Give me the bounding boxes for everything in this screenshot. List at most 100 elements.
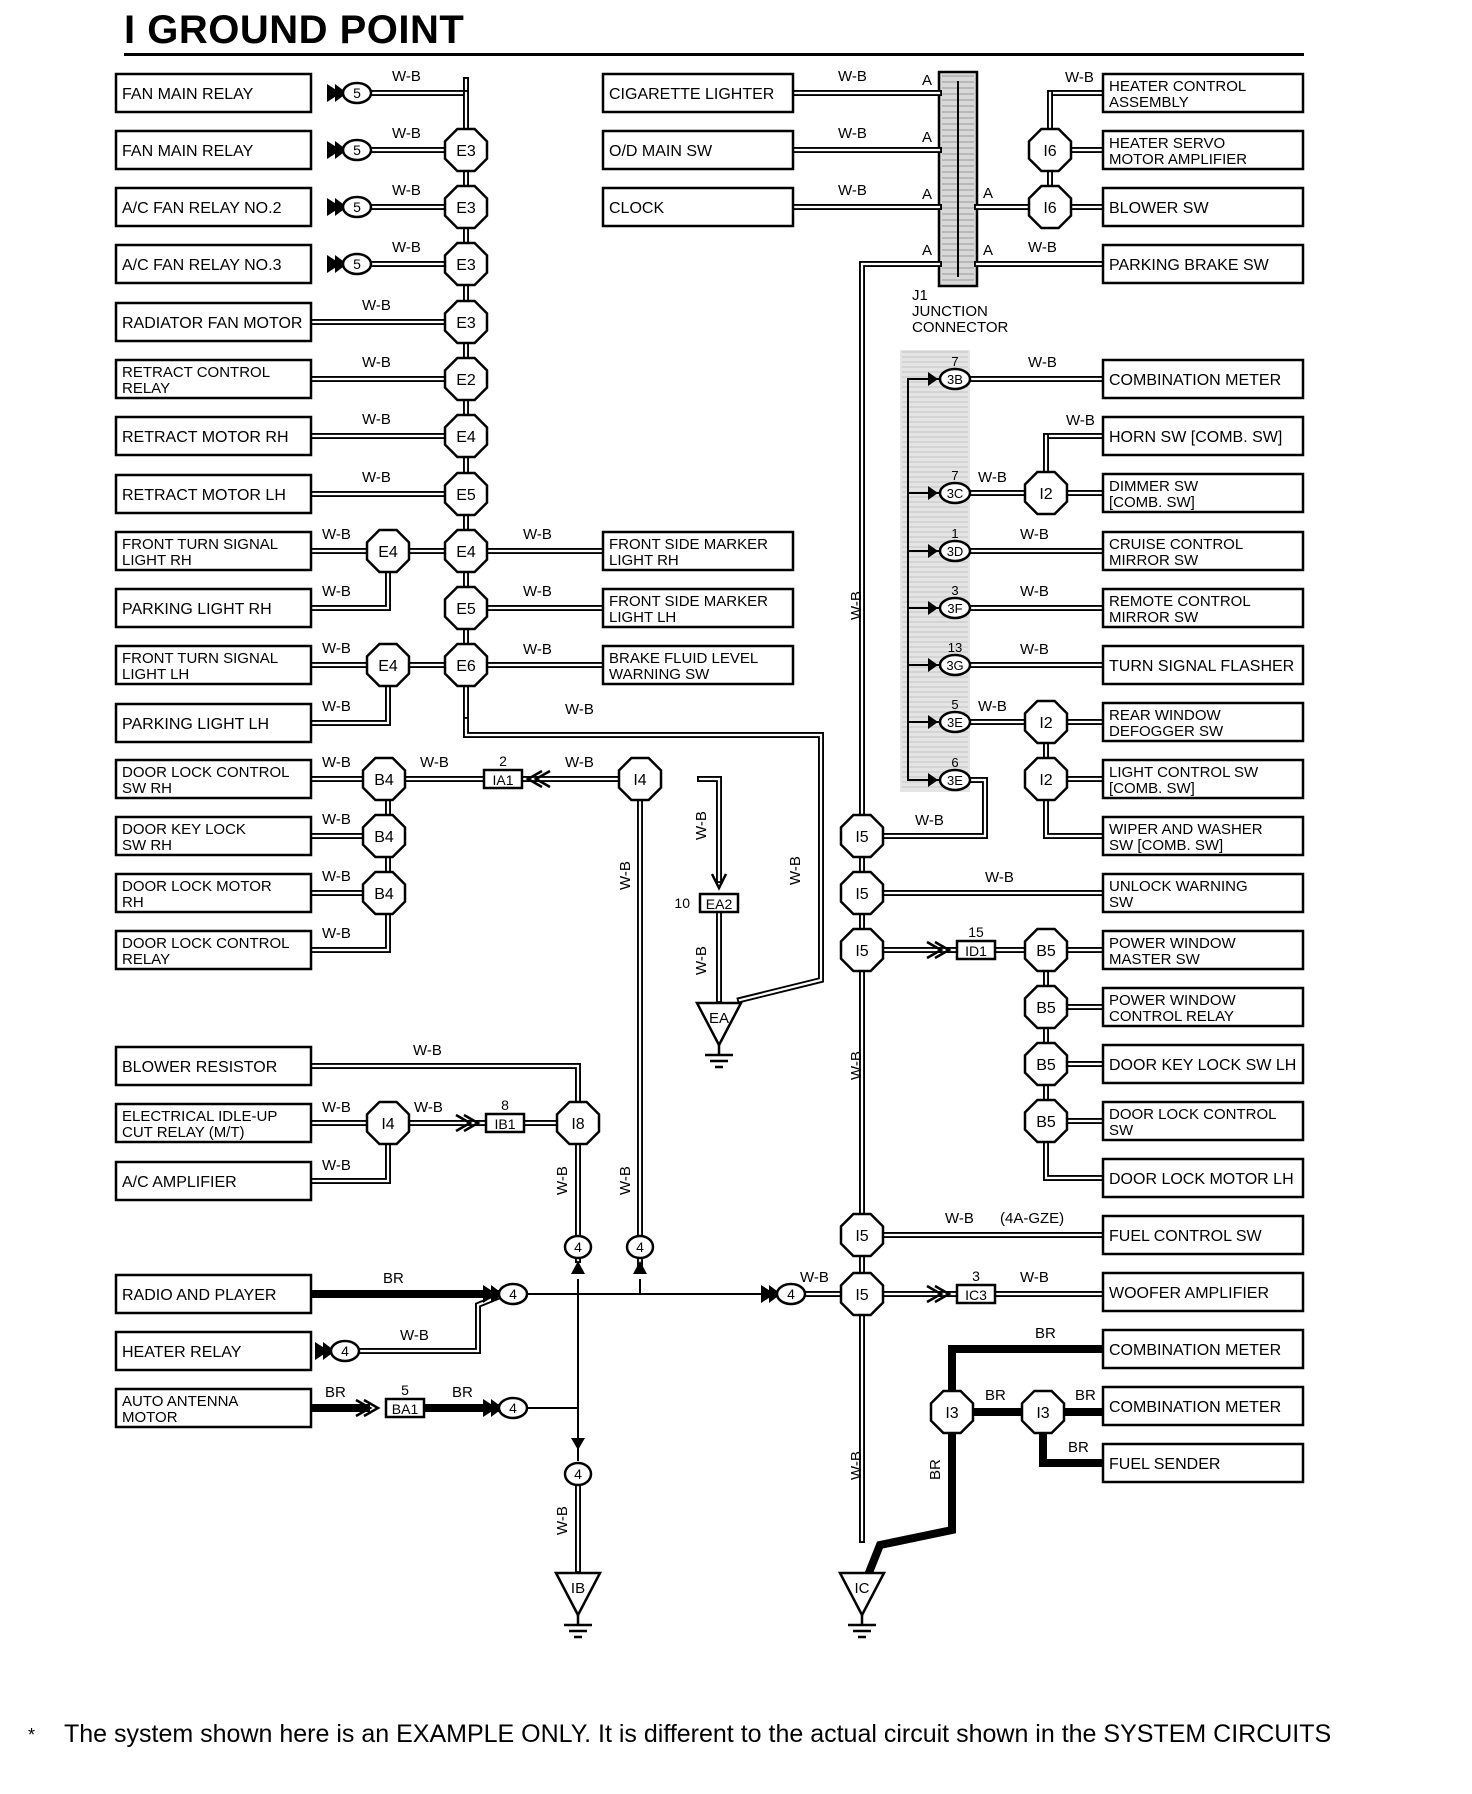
splice-i6-2-label: I6 <box>1043 200 1056 217</box>
component-door-lock-motor-rh-label-2: RH <box>122 894 144 911</box>
component-heater-control-assembly-label-2: ASSEMBLY <box>1109 94 1189 111</box>
wire-j1-i5-first <box>880 777 988 839</box>
connector-ea2-code: EA2 <box>706 896 733 912</box>
ground-oval-i8-arrow <box>571 1261 585 1274</box>
connector-5-fan-main-relay-2-label: 5 <box>353 142 361 158</box>
component-clock-label: CLOCK <box>609 200 664 217</box>
component-ac-fan-relay-3-label: A/C FAN RELAY NO.3 <box>122 257 282 274</box>
component-dimmer-sw-label-2: [COMB. SW] <box>1109 494 1195 511</box>
junction-pin-4 <box>938 653 972 677</box>
connector-5-ac-fan-relay-2-arrow <box>327 198 341 216</box>
splice-e3-row0-label: E3 <box>456 315 476 332</box>
splice-i5-4 <box>839 1212 885 1258</box>
splice-i4-upper <box>617 756 663 802</box>
wb-oval-i5: W-B <box>800 1269 829 1286</box>
wb-label-door_key_lock_sw_rh: W-B <box>322 811 351 828</box>
component-combination-meter-3-box <box>1101 1385 1305 1427</box>
j1-terminal-od_main_sw: A <box>922 129 932 146</box>
component-front-side-marker-lh-box <box>601 587 795 629</box>
br-label-antenna-1: BR <box>325 1384 346 1401</box>
component-od-main-sw-box <box>601 129 795 171</box>
br-label-ic: BR <box>927 1459 944 1480</box>
splice-e3-3 <box>443 241 489 287</box>
component-front-side-marker-rh-label: FRONT SIDE MARKER <box>609 536 768 553</box>
component-door-lock-motor-lh-box <box>1101 1157 1305 1199</box>
splice-b4-3 <box>361 870 407 916</box>
splice-b4-2-label: B4 <box>374 829 394 846</box>
component-retract-motor-rh-label: RETRACT MOTOR RH <box>122 429 289 446</box>
br-label-i3-link: BR <box>985 1387 1006 1404</box>
br-label-comb-2: BR <box>1035 1325 1056 1342</box>
wb-label-door_lock_motor_rh: W-B <box>322 868 351 885</box>
wb-turn-flasher: W-B <box>1020 641 1049 658</box>
component-door-key-lock-sw-rh-label: DOOR KEY LOCK <box>122 821 246 838</box>
i5-trunk <box>859 261 942 1543</box>
splice-i2-2 <box>1023 699 1069 745</box>
splice-i6-2 <box>1027 184 1073 230</box>
junction-connector-line2: CONNECTOR <box>912 319 1009 336</box>
component-ac-fan-relay-3-box <box>114 243 313 285</box>
splice-b5-1-label: B5 <box>1036 943 1056 960</box>
wb-side-marker-lh: W-B <box>523 583 552 600</box>
component-unlock-warning-box <box>1101 872 1305 914</box>
splice-i3-1-label: I3 <box>945 1405 958 1422</box>
splice-e3-1-label: E3 <box>456 143 476 160</box>
j1-terminal-left-trunk: A <box>922 242 932 259</box>
junction-connector-code: J1 <box>912 287 928 304</box>
splice-b5-4-label: B5 <box>1036 1114 1056 1131</box>
component-od-main-sw-label: O/D MAIN SW <box>609 143 713 160</box>
component-door-lock-control-sw-rh-label: DOOR LOCK CONTROL <box>122 764 290 781</box>
component-heater-control-assembly-box <box>1101 72 1305 114</box>
connector-ic3-pin: 3 <box>972 1268 980 1284</box>
splice-trunk-e4-0-label: E4 <box>456 544 476 561</box>
wb-cruise: W-B <box>1020 526 1049 543</box>
junction-pin-code-0: 3B <box>947 372 963 387</box>
component-retract-control-relay-label-2: RELAY <box>122 380 170 397</box>
junction-pin-arrow-5 <box>928 715 938 729</box>
splice-e2-row1-label: E2 <box>456 372 476 389</box>
connector-id1-code: ID1 <box>965 943 987 959</box>
component-remote-control-mirror-box <box>1101 587 1305 629</box>
footnote: *The system shown here is an EXAMPLE ONL… <box>28 1720 1331 1749</box>
component-door-lock-control-relay-box <box>114 929 313 971</box>
ground-ib-earth <box>564 1615 592 1639</box>
footnote-marker: * <box>28 1724 36 1745</box>
component-parking-light-lh-label: PARKING LIGHT LH <box>122 716 269 733</box>
component-horn-sw-box <box>1101 415 1305 457</box>
wb-label-radiator_fan_motor: W-B <box>362 297 391 314</box>
wb-ia1-i4: W-B <box>565 754 594 771</box>
splice-side-e4-1-label: E4 <box>378 658 398 675</box>
component-electrical-idle-up-box <box>114 1102 313 1144</box>
wire-blower-resistor <box>308 1063 581 1105</box>
component-unlock-warning-label: UNLOCK WARNING <box>1109 878 1248 895</box>
j1-terminal-cigarette_lighter: A <box>922 72 932 89</box>
junction-pin-5 <box>938 710 972 734</box>
component-front-turn-rh-label-2: LIGHT RH <box>122 552 192 569</box>
splice-e3-2 <box>443 184 489 230</box>
junction-pin-number-0: 7 <box>951 354 958 369</box>
component-auto-antenna-motor-box <box>114 1387 313 1429</box>
component-door-lock-motor-rh-label: DOOR LOCK MOTOR <box>122 878 272 895</box>
splice-i2-1 <box>1023 470 1069 516</box>
connector-5-fan-main-relay-2 <box>341 138 373 162</box>
splice-e4-row2-label: E4 <box>456 429 476 446</box>
component-ac-fan-relay-2-label: A/C FAN RELAY NO.2 <box>122 200 282 217</box>
wire-i4-ea2 <box>697 776 722 883</box>
component-door-lock-motor-rh-box <box>114 872 313 914</box>
splice-i5-1-label: I5 <box>855 829 868 846</box>
br-label-antenna-2: BR <box>452 1384 473 1401</box>
junction-pin-code-3: 3F <box>947 601 962 616</box>
connector-ib1 <box>484 1112 526 1134</box>
component-heater-relay-label: HEATER RELAY <box>122 1344 242 1361</box>
splice-trunk-e4-0 <box>443 528 489 574</box>
ground-ic-earth <box>848 1615 876 1639</box>
component-cigarette-lighter-label: CIGARETTE LIGHTER <box>609 86 774 103</box>
wb-ea2-ea: W-B <box>693 946 710 975</box>
ground-oval-i4-arrow <box>633 1261 647 1274</box>
component-door-lock-control-sw-label-2: SW <box>1109 1122 1134 1139</box>
splice-side-e4-0-label: E4 <box>378 544 398 561</box>
component-fuel-sender-label: FUEL SENDER <box>1109 1456 1220 1473</box>
ground-ic-label: IC <box>855 1580 870 1597</box>
component-cigarette-lighter-box <box>601 72 795 114</box>
component-power-window-relay-label-2: CONTROL RELAY <box>1109 1008 1234 1025</box>
